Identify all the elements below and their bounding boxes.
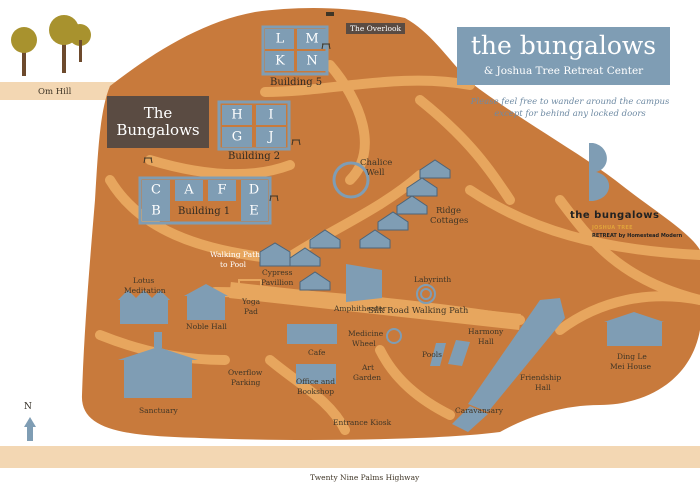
label-sanctuary: Sanctuary — [139, 406, 178, 415]
intro-line-1: Please feel free to wander around the ca… — [470, 97, 670, 107]
grill-icon — [143, 43, 331, 202]
label-pad: Pad — [244, 307, 258, 316]
amphitheater — [346, 264, 382, 302]
room-K: K — [275, 54, 285, 69]
label-overlook: The Overlook — [346, 23, 406, 34]
room-H: H — [231, 108, 242, 123]
intro-line-2: except for behind any locked doors — [494, 109, 646, 119]
sanctuary — [118, 332, 198, 398]
label-pavillion: Pavillion — [261, 278, 294, 287]
label-friendship: Friendship — [520, 373, 562, 382]
label-friendship-hall: Hall — [535, 383, 551, 392]
label-yoga: Yoga — [242, 297, 261, 306]
label-harmony: Harmony — [468, 327, 504, 336]
room-I: I — [268, 108, 273, 123]
label-entrance-kiosk: Entrance Kiosk — [333, 418, 392, 427]
cypress-pavilion — [259, 242, 291, 267]
bungalows-box: The Bungalows — [107, 96, 209, 148]
cafe — [287, 324, 337, 344]
label-cypress: Cypress — [262, 268, 293, 277]
label-building-2: Building 2 — [228, 151, 281, 162]
ding-le-mei-house — [604, 312, 664, 346]
label-well: Well — [366, 168, 385, 178]
label-pools: Pools — [422, 350, 443, 359]
label-building-1: Building 1 — [178, 206, 231, 217]
label-art: Art — [362, 363, 375, 372]
room-letters: L M K N H I G J C A F D B E — [151, 32, 319, 219]
left-road — [0, 82, 140, 100]
label-garden: Garden — [353, 373, 382, 382]
label-chalice: Chalice — [360, 158, 393, 168]
label-highway: Twenty Nine Palms Highway — [310, 473, 420, 482]
label-labyrinth: Labyrinth — [414, 275, 452, 284]
caravansary — [452, 298, 565, 432]
logo-joshua-tree: JOSHUA TREE — [592, 225, 633, 231]
room-D: D — [249, 183, 259, 198]
label-building-5: Building 5 — [270, 77, 323, 88]
pools — [430, 340, 470, 366]
room-B: B — [151, 204, 161, 219]
label-silk-road: Silk Road Walking Path — [368, 306, 469, 316]
label-noble-hall: Noble Hall — [186, 322, 227, 331]
compass-n: N — [24, 402, 32, 412]
subtitle: & Joshua Tree Retreat Center — [483, 65, 644, 77]
noble-hall — [184, 284, 228, 320]
label-ding-le: Ding Le — [617, 352, 647, 361]
label-caravansary: Caravansary — [455, 406, 503, 415]
bungalows-line-1: The — [143, 104, 173, 122]
label-hall: Hall — [478, 337, 494, 346]
highway-road — [0, 446, 700, 468]
label-wheel: Wheel — [352, 339, 376, 348]
label-overflow: Overflow — [228, 368, 263, 377]
north-arrow — [24, 417, 36, 441]
room-E: E — [249, 204, 259, 219]
labyrinth — [416, 284, 436, 304]
building-2 — [217, 100, 291, 151]
yoga-pad — [238, 279, 262, 297]
room-G: G — [232, 130, 242, 145]
label-cafe: Cafe — [308, 348, 326, 357]
room-J: J — [266, 130, 273, 145]
chalice-well — [332, 161, 370, 199]
room-M: M — [305, 32, 318, 47]
room-F: F — [217, 183, 226, 198]
ridge-cottages — [289, 159, 451, 291]
title-banner: the bungalows & Joshua Tree Retreat Cent… — [457, 27, 670, 85]
om-hill-trees — [11, 15, 91, 76]
label-to-pool: to Pool — [220, 260, 247, 269]
label-cottages: Cottages — [430, 216, 469, 226]
label-lotus: Lotus — [133, 276, 155, 285]
bungalows-line-2: Bungalows — [116, 121, 200, 139]
label-mei-house: Mei House — [610, 362, 652, 371]
logo-b-mark — [589, 143, 610, 201]
label-amphitheater: Amphitheater — [334, 304, 387, 313]
room-C: C — [151, 183, 161, 198]
bench-icon — [326, 12, 334, 16]
label-parking: Parking — [231, 378, 261, 387]
office-bookshop — [296, 364, 336, 384]
lotus-meditation — [118, 290, 170, 324]
label-office: Office and — [296, 377, 336, 386]
intro-text: Please feel free to wander around the ca… — [470, 96, 670, 120]
label-ridge: Ridge — [436, 206, 462, 216]
logo-retreat: RETREAT by Homestead Modern — [592, 233, 683, 239]
silk-road-path — [229, 282, 521, 330]
building-5 — [261, 25, 329, 76]
label-bookshop: Bookshop — [297, 387, 335, 396]
label-walking-path: Walking Path — [210, 250, 260, 259]
room-N: N — [306, 54, 317, 69]
logo-name: the bungalows — [570, 210, 660, 221]
label-medicine: Medicine — [348, 329, 384, 338]
label-om-hill: Om Hill — [38, 87, 72, 97]
room-A: A — [183, 183, 194, 198]
medicine-wheel — [386, 328, 402, 344]
label-meditation: Meditation — [124, 286, 166, 295]
title: the bungalows — [470, 31, 657, 60]
room-L: L — [276, 32, 285, 47]
